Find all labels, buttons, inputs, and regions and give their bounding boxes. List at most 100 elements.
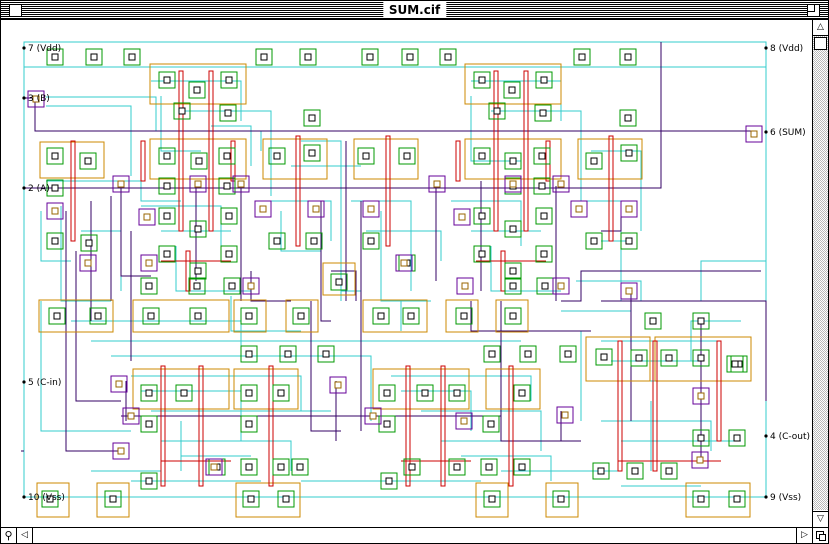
contact-ring-49 bbox=[504, 220, 522, 238]
layout-canvas[interactable]: 7 (Vdd)3 (B)2 (A)5 (C-in)10 (Vss)8 (Vdd)… bbox=[1, 20, 812, 527]
contact-cut-98 bbox=[145, 420, 153, 428]
contact-ring-75 bbox=[455, 307, 473, 325]
via-cut-8 bbox=[259, 205, 267, 213]
contact-cut-23 bbox=[195, 157, 203, 165]
contact-ring-102 bbox=[592, 462, 610, 480]
contact-cut-18 bbox=[308, 114, 316, 122]
via-cut-10 bbox=[367, 205, 375, 213]
via-ring-10 bbox=[362, 200, 380, 218]
via-cut-22 bbox=[117, 447, 125, 455]
scroll-up-arrow-icon[interactable] bbox=[813, 20, 828, 36]
poly-gate-2 bbox=[208, 70, 214, 232]
contact-cut-72 bbox=[297, 312, 305, 320]
poly-gate-7 bbox=[608, 135, 614, 242]
contact-ring-48 bbox=[473, 207, 491, 225]
metal1-wire-51 bbox=[690, 320, 741, 361]
contact-ring-53 bbox=[46, 232, 64, 250]
vertical-scroll-track[interactable] bbox=[813, 36, 828, 510]
contact-ring-65 bbox=[504, 277, 522, 295]
via-ring-21 bbox=[122, 407, 140, 425]
contact-ring-17 bbox=[219, 104, 237, 122]
contact-cut-71 bbox=[245, 312, 253, 320]
via-ring-0 bbox=[112, 175, 130, 193]
magnifier-icon[interactable]: ⚲ bbox=[1, 528, 17, 543]
via-cut-16 bbox=[400, 259, 408, 267]
via-ring-25 bbox=[364, 407, 382, 425]
diffusion-21 bbox=[36, 482, 70, 518]
contact-ring-77 bbox=[644, 312, 662, 330]
contact-cut-2 bbox=[128, 53, 136, 61]
via-cut-12 bbox=[575, 205, 583, 213]
contact-ring-33 bbox=[620, 144, 638, 162]
contact-cut-59 bbox=[509, 267, 517, 275]
scroll-right-arrow-icon[interactable] bbox=[796, 528, 812, 543]
contact-cut-74 bbox=[407, 312, 415, 320]
contact-ring-31 bbox=[533, 147, 551, 165]
contact-cut-121 bbox=[109, 495, 117, 503]
contact-ring-63 bbox=[223, 277, 241, 295]
poly-gate-22 bbox=[230, 140, 236, 182]
contact-ring-35 bbox=[79, 152, 97, 170]
poly-gate-21 bbox=[545, 140, 551, 182]
via-cut-21 bbox=[127, 412, 135, 420]
scroll-left-arrow-icon[interactable] bbox=[17, 528, 33, 543]
contact-ring-87 bbox=[660, 349, 678, 367]
pin-9-vss-label: 9 (Vss) bbox=[770, 493, 801, 503]
pin-7-vdd-label: 7 (Vdd) bbox=[28, 44, 61, 54]
contact-cut-7 bbox=[444, 53, 452, 61]
contact-ring-84 bbox=[559, 345, 577, 363]
diffusion-12 bbox=[362, 299, 428, 333]
via-cut-13 bbox=[84, 259, 92, 267]
contact-cut-56 bbox=[194, 267, 202, 275]
vertical-scrollbar[interactable] bbox=[812, 20, 828, 527]
metal2-wire-28 bbox=[331, 270, 357, 301]
scroll-down-arrow-icon[interactable] bbox=[813, 511, 828, 527]
via-ring-30 bbox=[745, 125, 763, 143]
contact-cut-110 bbox=[453, 463, 461, 471]
contact-ring-106 bbox=[240, 458, 258, 476]
horizontal-scrollbar[interactable]: ⚲ bbox=[1, 527, 828, 543]
contact-cut-123 bbox=[282, 495, 290, 503]
contact-cut-112 bbox=[518, 463, 526, 471]
diffusion-3 bbox=[262, 138, 328, 180]
vertical-scroll-thumb[interactable] bbox=[814, 37, 827, 50]
contact-ring-118 bbox=[726, 355, 744, 373]
contact-ring-125 bbox=[552, 490, 570, 508]
poly-gate-14 bbox=[617, 340, 623, 472]
contact-ring-1 bbox=[85, 48, 103, 66]
contact-cut-50 bbox=[540, 212, 548, 220]
metal1-wire-42 bbox=[461, 455, 552, 481]
contact-ring-98 bbox=[140, 415, 158, 433]
via-ring-19 bbox=[620, 282, 638, 300]
metal1-wire-22 bbox=[491, 110, 582, 201]
contact-cut-0 bbox=[51, 53, 59, 61]
contact-ring-38 bbox=[218, 177, 236, 195]
diffusion-13 bbox=[445, 299, 479, 333]
contact-cut-97 bbox=[518, 389, 526, 397]
metal1-wire-60 bbox=[340, 261, 361, 292]
grow-box-icon[interactable] bbox=[812, 528, 828, 543]
contact-cut-19 bbox=[493, 107, 501, 115]
zoom-box-icon[interactable] bbox=[807, 4, 820, 17]
poly-gate-19 bbox=[140, 140, 146, 182]
metal2-wire-6 bbox=[75, 251, 121, 402]
contact-cut-9 bbox=[624, 53, 632, 61]
poly-gate-13 bbox=[508, 365, 514, 487]
contact-ring-108 bbox=[291, 458, 309, 476]
title-bar[interactable]: SUM.cif bbox=[1, 1, 828, 20]
contact-cut-127 bbox=[733, 495, 741, 503]
contact-cut-125 bbox=[557, 495, 565, 503]
metal1-wire-6 bbox=[151, 80, 242, 121]
pin-3-b-dot bbox=[22, 96, 26, 100]
via-cut-24 bbox=[334, 381, 342, 389]
via-ring-9 bbox=[307, 200, 325, 218]
contact-cut-27 bbox=[362, 152, 370, 160]
contact-cut-57 bbox=[225, 250, 233, 258]
contact-ring-94 bbox=[378, 384, 396, 402]
contact-ring-34 bbox=[46, 147, 64, 165]
metal2-wire-22 bbox=[470, 301, 591, 332]
contact-cut-34 bbox=[51, 152, 59, 160]
contact-ring-80 bbox=[279, 345, 297, 363]
close-box-icon[interactable] bbox=[9, 4, 22, 17]
contact-cut-81 bbox=[322, 350, 330, 358]
